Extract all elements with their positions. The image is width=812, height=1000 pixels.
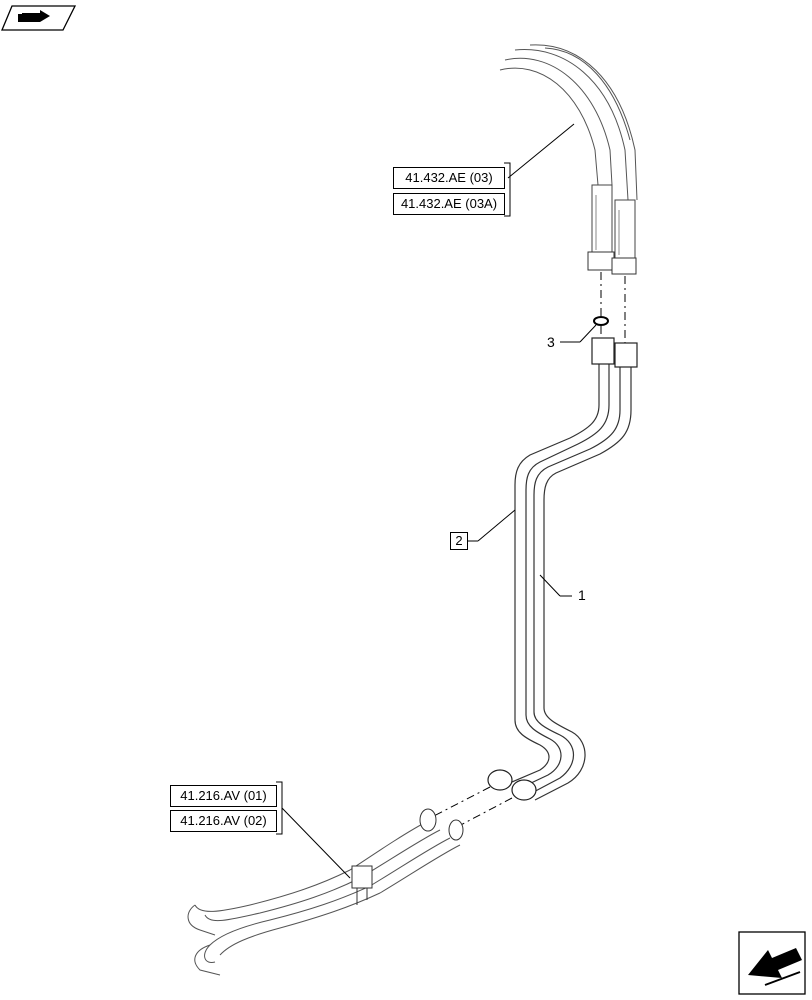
leader-lines (281, 123, 597, 879)
upper-hose-assembly (499, 44, 638, 275)
view-orientation-icon[interactable] (1, 5, 77, 31)
lower-pipe-assembly (187, 808, 464, 976)
alignment-lines-bottom (429, 786, 513, 829)
ref-41-432-ae-03[interactable]: 41.432.AE (03) (393, 167, 505, 189)
rigid-pipe-assembly (487, 337, 638, 801)
ref-41-216-av-02[interactable]: 41.216.AV (02) (170, 810, 277, 832)
callout-item-3: 3 (547, 334, 555, 350)
o-ring (593, 316, 609, 326)
ref-41-216-av-01[interactable]: 41.216.AV (01) (170, 785, 277, 807)
callout-item-2: 2 (450, 532, 468, 550)
callout-item-1: 1 (578, 587, 586, 603)
ref-41-432-ae-03a[interactable]: 41.432.AE (03A) (393, 193, 505, 215)
next-page-arrow-icon[interactable] (738, 931, 806, 995)
alignment-lines-top (600, 272, 626, 345)
